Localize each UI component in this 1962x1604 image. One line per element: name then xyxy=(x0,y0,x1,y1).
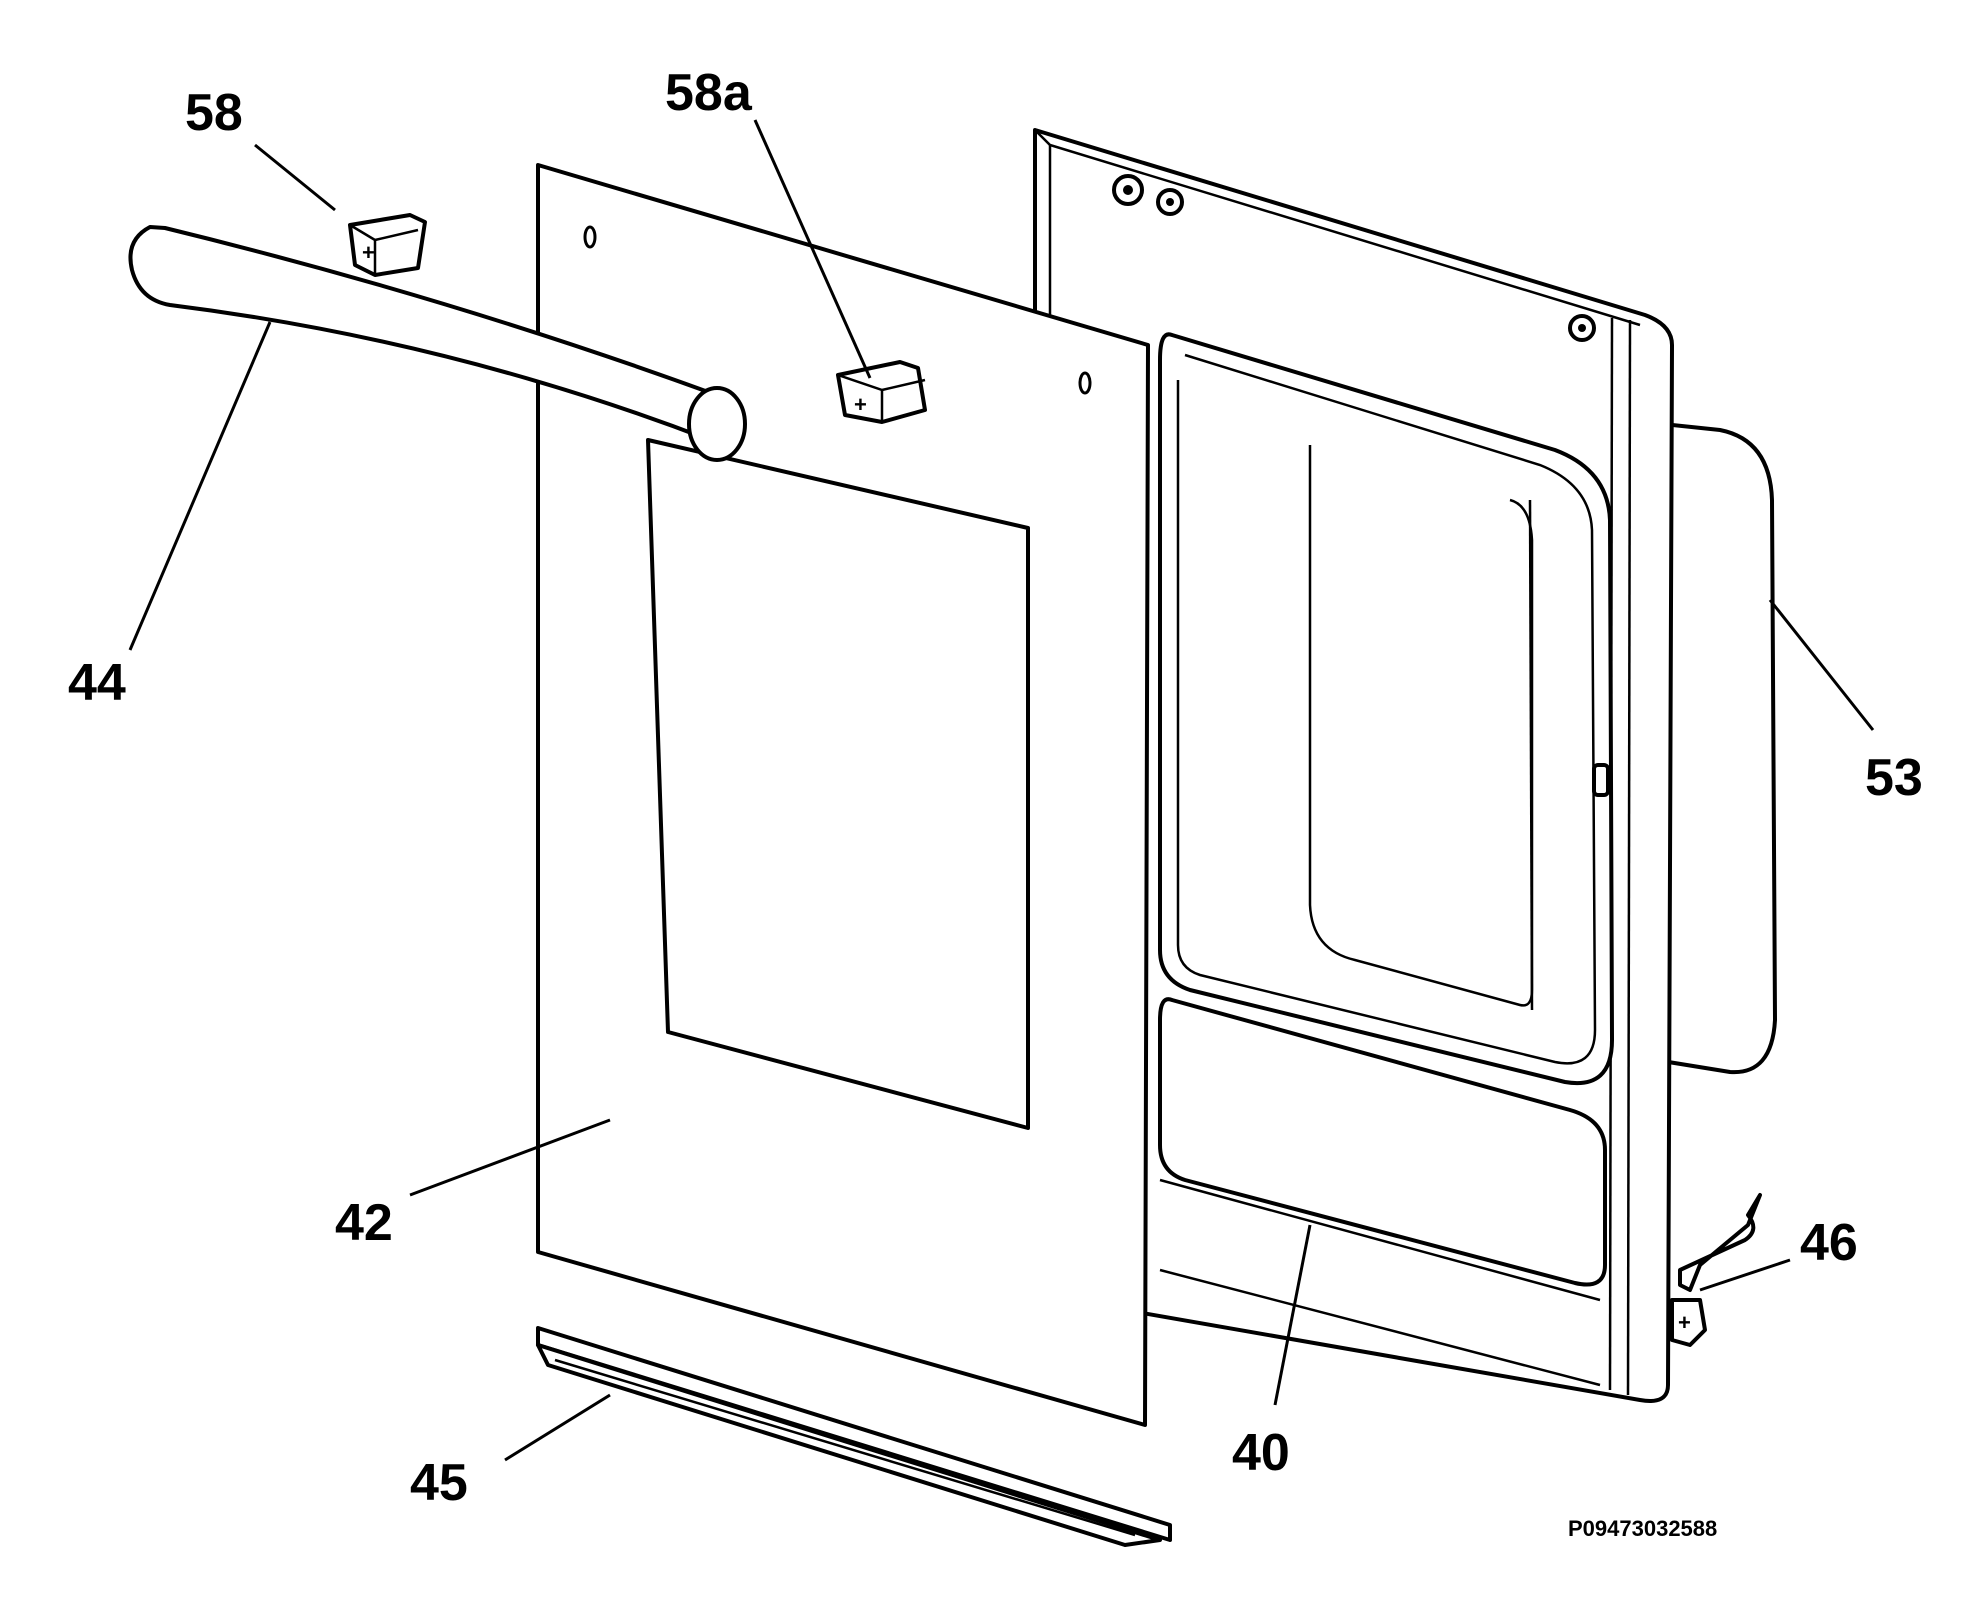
label-46: 46 xyxy=(1800,1214,1858,1272)
part-42-outer-glass xyxy=(536,163,1150,1427)
svg-text:+: + xyxy=(854,392,867,417)
diagram-reference-code: P09473032588 xyxy=(1568,1516,1717,1541)
svg-text:+: + xyxy=(362,240,375,265)
label-42: 42 xyxy=(335,1194,393,1252)
label-45: 45 xyxy=(410,1454,468,1512)
label-53: 53 xyxy=(1865,749,1923,807)
part-40-inner-door-frame xyxy=(1033,128,1674,1403)
label-58: 58 xyxy=(185,84,243,142)
part-58-end-cap: + xyxy=(348,213,427,277)
label-40: 40 xyxy=(1232,1424,1290,1482)
part-44-handle xyxy=(128,225,747,462)
part-46-hinge: + xyxy=(1670,1193,1762,1347)
part-58a-end-cap: + xyxy=(836,360,927,424)
label-44: 44 xyxy=(68,654,126,712)
label-58a: 58a xyxy=(665,64,753,122)
svg-text:+: + xyxy=(1678,1310,1691,1335)
leader-lines xyxy=(128,119,1875,1462)
part-45-bottom-profile xyxy=(536,1326,1172,1547)
